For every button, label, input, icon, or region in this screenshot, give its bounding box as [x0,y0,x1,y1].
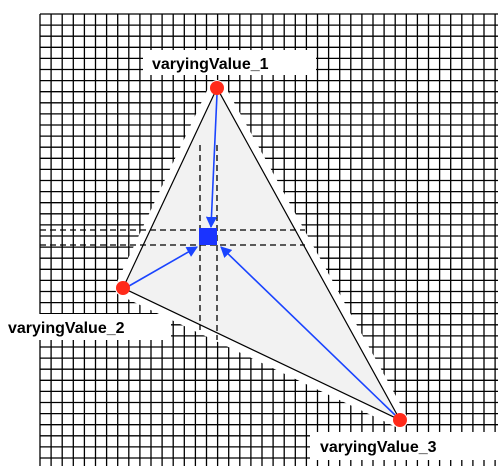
arrow-from-vertex-1 [205,93,218,229]
vertex-1-label-box [143,50,316,75]
vertex-1-label: varyingValue_1 [152,56,269,73]
arrow-from-vertex-3 [220,246,396,416]
interpolated-fragment-square [199,228,217,245]
vertex-3-label: varyingValue_3 [320,439,437,456]
triangle-group [115,80,408,428]
vertex-3-point [393,413,407,427]
vertex-3-label-box [310,432,498,460]
arrow-from-vertex-2 [128,246,198,287]
vertex-2-label-box [0,314,171,340]
interpolation-arrows [128,93,396,416]
vertices [116,81,407,427]
vertex-labels: varyingValue_1 varyingValue_2 varyingVal… [0,50,498,460]
triangle [122,86,402,422]
vertex-2-point [116,281,130,295]
vertex-2-label: varyingValue_2 [8,320,125,337]
vertex-1-point [210,81,224,95]
